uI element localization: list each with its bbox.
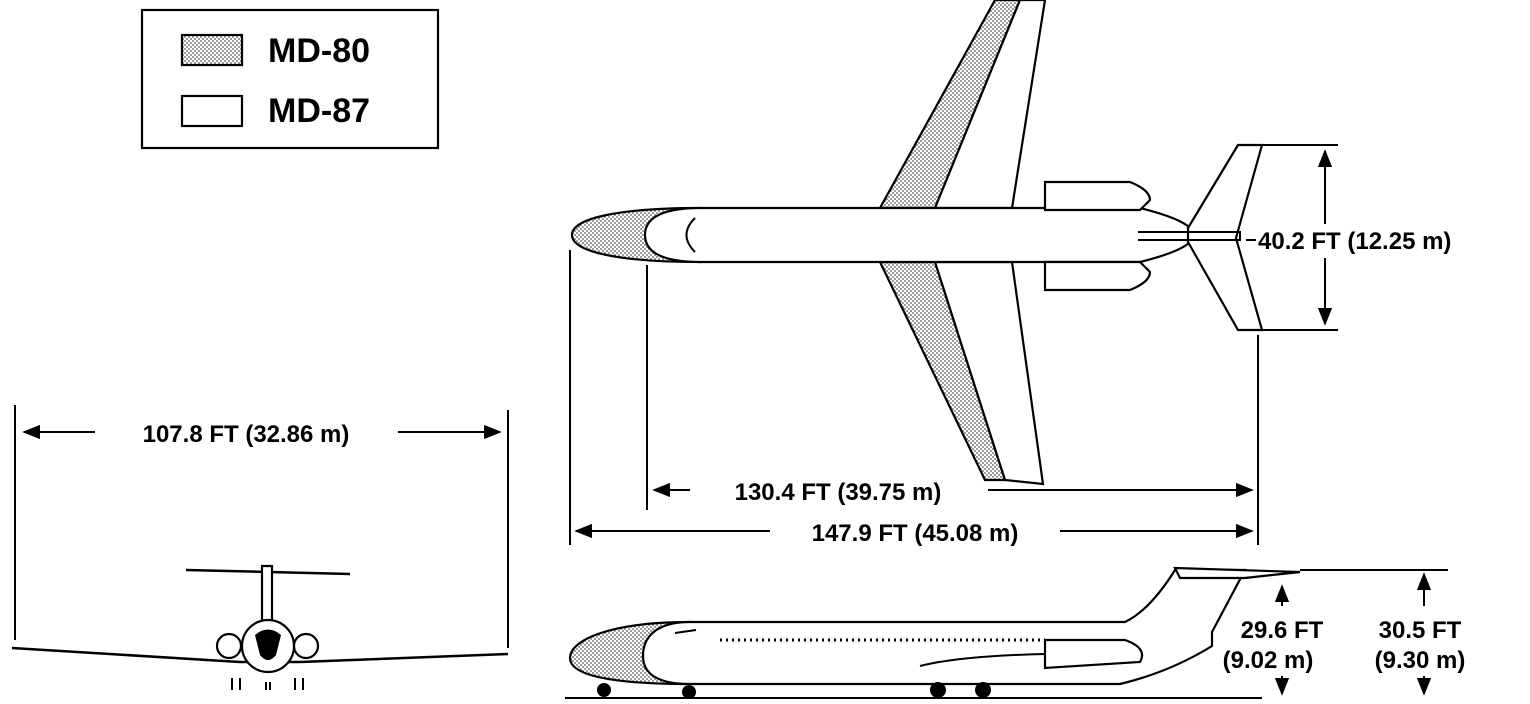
left-engine [1043,180,1152,212]
md80-height-m: (9.30 m) [1375,647,1466,674]
legend-swatch-md87 [180,94,244,128]
right-engine [1043,260,1152,292]
md87-length-label: 130.4 FT (39.75 m) [735,479,942,506]
front-fin [260,564,274,627]
front-view [11,564,509,690]
side-view [565,566,1301,699]
side-wing [919,653,1046,667]
fuselage-side [641,568,1247,686]
legend: MD-80 MD-87 [140,8,440,150]
front-right-engine [292,632,320,660]
tail-cone [1138,231,1241,241]
length-dimensions: 130.4 FT (39.75 m) 147.9 FT (45.08 m) [569,250,1259,547]
md80-length-label: 147.9 FT (45.08 m) [812,520,1019,547]
side-main-gear-front [930,682,946,698]
tail-span-dimension: 40.2 FT (12.25 m) [1246,144,1451,331]
side-main-gear-rear [975,682,991,698]
side-tail-stab [1173,566,1301,580]
height-dimensions: 29.6 FT (9.02 m) 30.5 FT (9.30 m) [1223,569,1466,696]
md87-height-ft: 29.6 FT [1241,617,1324,644]
side-cockpit [674,629,697,634]
md80-height-ft: 30.5 FT [1379,617,1462,644]
cockpit-outline [685,217,696,253]
front-landing-gear [231,678,304,690]
front-left-engine [215,632,243,660]
side-md87-nose-gear [682,685,696,699]
span-label: 107.8 FT (32.86 m) [143,421,350,448]
horizontal-stabilizer [1186,143,1264,332]
side-engine [1043,638,1144,670]
legend-label-md80: MD-80 [268,32,370,70]
md87-height-m: (9.02 m) [1223,647,1314,674]
legend-label-md87: MD-87 [268,92,370,130]
side-nose-gear [597,683,611,697]
fuselage-top [643,206,1192,264]
tail-span-label: 40.2 FT (12.25 m) [1258,228,1451,255]
front-cockpit [255,629,281,660]
top-view [570,0,1264,486]
legend-swatch-md80 [180,33,244,67]
span-dimension: 107.8 FT (32.86 m) [14,405,509,648]
